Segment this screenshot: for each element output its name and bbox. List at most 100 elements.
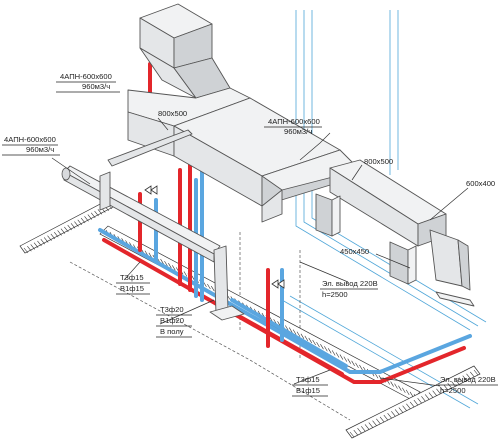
hatch-stroke — [335, 352, 340, 358]
hatch-stroke — [424, 394, 430, 400]
duct-system — [61, 3, 475, 321]
hatch-stroke — [23, 247, 29, 254]
hatch-stroke — [406, 403, 411, 410]
hatch-stroke — [372, 420, 377, 426]
hatch-stroke — [168, 263, 172, 269]
pipe-label: В1ф15 — [296, 386, 320, 395]
hatch-stroke — [207, 283, 211, 290]
hatch-stroke — [436, 388, 441, 394]
hatch-stroke — [353, 429, 358, 436]
hatch-stroke — [57, 230, 62, 236]
hatch-stroke — [77, 219, 82, 226]
hatch-stroke — [439, 386, 445, 393]
hatch-stroke — [473, 369, 479, 376]
hatch-stroke — [160, 258, 164, 265]
hatch-stroke — [402, 405, 407, 411]
hatch-stroke — [351, 360, 355, 366]
hatch-stroke — [402, 387, 406, 393]
hatch-stroke — [432, 390, 437, 396]
airflow-label: 960м3/ч — [284, 127, 312, 136]
hatch-stroke — [447, 382, 452, 389]
hatched-wall-left — [19, 199, 114, 254]
hatch-stroke — [331, 350, 336, 356]
label-group-elec-lower: Эл. вывод 220В h=2500 — [438, 375, 498, 395]
hatch-stroke — [443, 384, 449, 391]
pipe-label: Т3ф15 — [296, 375, 320, 384]
leader-lines — [51, 117, 469, 387]
hatch-stroke — [288, 327, 293, 333]
hatch-stroke — [409, 401, 415, 408]
grille-label: 4АПН-600х600 — [60, 72, 112, 81]
hatch-stroke — [27, 246, 32, 252]
grille-label: 4АПН-600х600 — [268, 117, 320, 126]
hatch-stroke — [327, 348, 332, 354]
hatch-stroke — [405, 389, 410, 396]
electric-outlet-label: Эл. вывод 220В — [322, 279, 378, 288]
hatch-stroke — [37, 240, 42, 247]
hatch-stroke — [391, 411, 396, 417]
duct-size-label: 600х400 — [466, 179, 495, 188]
hatch-stroke — [43, 237, 49, 243]
electric-outlet-label: Эл. вывод 220В — [440, 375, 496, 384]
hatch-stroke — [394, 409, 400, 415]
hatch-stroke — [54, 231, 59, 238]
hatch-stroke — [349, 431, 355, 438]
hatch-stroke — [398, 407, 404, 413]
hatch-stroke — [409, 391, 414, 398]
hatch-stroke — [80, 217, 86, 224]
hatch-stroke — [211, 285, 215, 292]
hatch-stroke — [285, 325, 289, 331]
hatch-stroke — [357, 428, 362, 434]
hatch-stroke — [398, 385, 402, 391]
hatch-stroke — [308, 337, 312, 344]
hatch-stroke — [343, 356, 348, 362]
hatch-stroke — [390, 381, 394, 387]
hatch-stroke — [387, 413, 392, 419]
hatch-stroke — [368, 422, 374, 428]
hatch-stroke — [394, 383, 398, 389]
hatch-stroke — [364, 424, 370, 430]
hatch-stroke — [183, 271, 188, 277]
hatch-stroke — [339, 354, 344, 360]
pipe-label: Т3ф20 — [160, 305, 184, 314]
label-group-top-left: 4АПН-600х600 960м3/ч — [56, 72, 120, 93]
hatch-stroke — [376, 418, 381, 425]
hatch-stroke — [417, 397, 422, 404]
hatch-stroke — [312, 339, 316, 346]
hatch-stroke — [347, 358, 351, 364]
hatch-stroke — [379, 416, 385, 423]
hatch-stroke — [383, 414, 389, 421]
hatch-stroke — [458, 377, 464, 383]
duct-size-label: 800х500 — [158, 109, 187, 118]
label-group-elec-upper: Эл. вывод 220В h=2500 — [320, 279, 378, 299]
hatch-stroke — [172, 265, 176, 271]
hatch-stroke — [84, 216, 89, 222]
hatch-stroke — [97, 209, 103, 215]
electric-height-label: h=2500 — [322, 290, 348, 299]
hatch-stroke — [300, 333, 305, 339]
pipe-label-group-c: Т3ф15 В1ф15 — [292, 375, 328, 397]
duct-size-label: 800х500 — [364, 157, 393, 166]
hatch-stroke — [30, 244, 35, 250]
hatch-stroke — [33, 242, 39, 248]
pipe-label: В1ф20 — [160, 316, 184, 325]
airflow-label: 960м3/ч — [26, 145, 54, 154]
hatch-stroke — [64, 226, 69, 233]
wall-lines — [281, 10, 487, 409]
hatch-stroke — [292, 329, 297, 335]
pipe-label-group-a: Т3ф15 В1ф15 — [116, 273, 150, 295]
hatch-stroke — [466, 373, 471, 379]
hatch-stroke — [355, 362, 359, 369]
hatch-stroke — [296, 331, 301, 337]
pipe-label: Т3ф15 — [120, 273, 144, 282]
valve-icon — [271, 279, 285, 289]
hatch-stroke — [47, 235, 52, 241]
hatch-stroke — [428, 392, 434, 398]
hatch-stroke — [316, 341, 320, 348]
hatch-stroke — [87, 214, 93, 220]
duct-size-label: 450х450 — [340, 247, 369, 256]
hatch-stroke — [94, 210, 99, 217]
hatch-stroke — [70, 223, 76, 229]
airflow-label: 960м3/ч — [82, 82, 110, 91]
hatch-stroke — [50, 233, 56, 240]
